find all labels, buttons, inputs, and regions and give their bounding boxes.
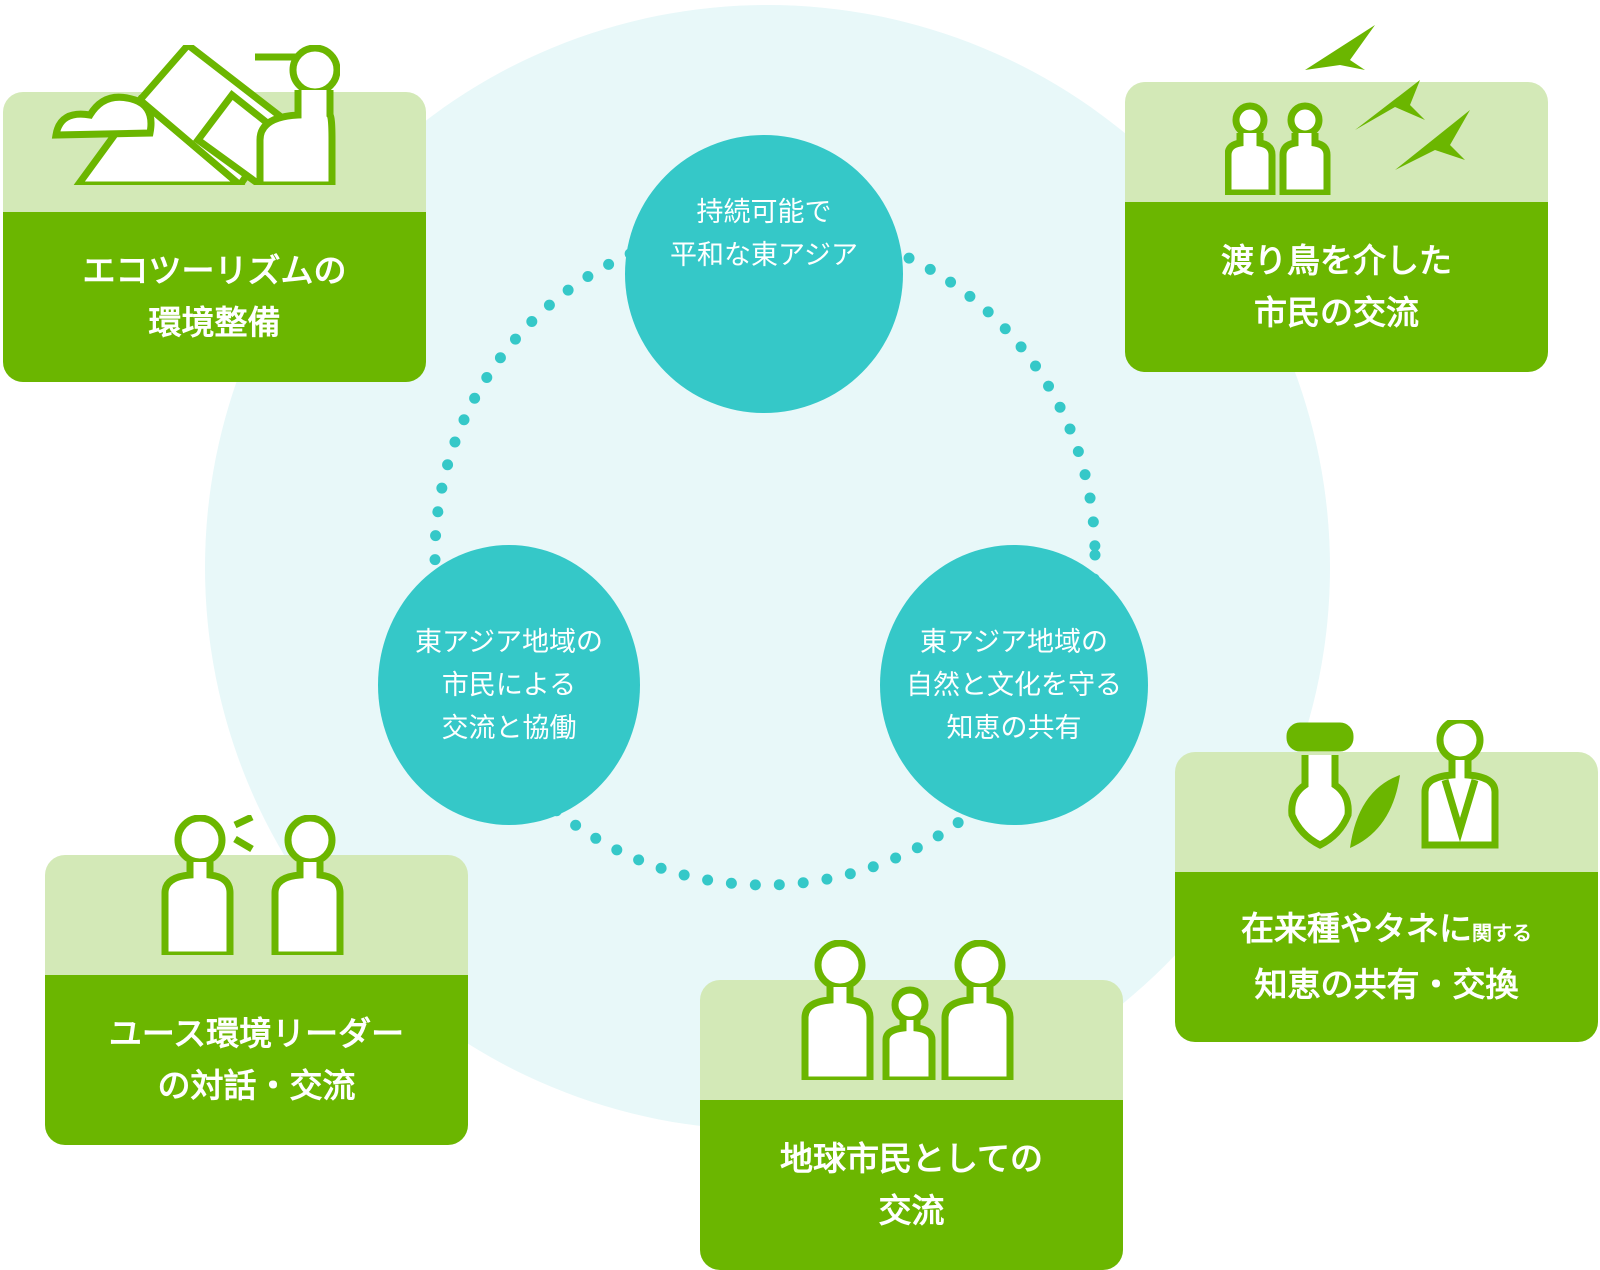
card-title-line1: 在来種やタネに関する xyxy=(1241,903,1532,959)
card-title-line2: 市民の交流 xyxy=(1254,293,1419,332)
card-title-line1: 渡り鳥を介した xyxy=(1221,241,1452,280)
core-label-citizens: 東アジア地域の 市民による 交流と協働 xyxy=(415,626,603,744)
people-birds-icon xyxy=(1225,25,1470,195)
card-header xyxy=(45,855,468,975)
core-circle-nature: 東アジア地域の 自然と文化を守る 知恵の共有 xyxy=(880,545,1148,825)
card-title-line1: エコツーリズムの xyxy=(82,251,347,290)
card-title-line2: の対話・交流 xyxy=(157,1066,356,1105)
card-title-line1-main: 在来種やタネに xyxy=(1241,909,1472,948)
card-body: 地球市民としての 交流 xyxy=(700,1100,1123,1270)
card-title-line2: 交流 xyxy=(878,1191,945,1230)
card-header xyxy=(1125,82,1548,202)
card-title-line2: 知恵の共有・交換 xyxy=(1254,965,1519,1004)
core-label-peace: 持続可能で 平和な東アジア xyxy=(670,197,858,271)
card-body: 在来種やタネに関する 知恵の共有・交換 xyxy=(1175,872,1598,1042)
card-title-line2: 環境整備 xyxy=(148,303,281,342)
card-title-line1-small: 関する xyxy=(1472,921,1532,945)
card-body: ユース環境リーダー の対話・交流 xyxy=(45,975,468,1145)
core-label-nature: 東アジア地域の 自然と文化を守る 知恵の共有 xyxy=(906,626,1122,744)
card-title-line1: ユース環境リーダー xyxy=(108,1014,405,1053)
dialogue-icon xyxy=(161,815,344,955)
card-birds: 渡り鳥を介した 市民の交流 xyxy=(1125,82,1548,372)
card-global: 地球市民としての 交流 xyxy=(700,980,1123,1270)
turnip-seed-person-icon xyxy=(1286,720,1499,849)
card-body: エコツーリズムの 環境整備 xyxy=(3,212,426,382)
core-circle-citizens: 東アジア地域の 市民による 交流と協働 xyxy=(378,545,640,825)
card-youth: ユース環境リーダー の対話・交流 xyxy=(45,855,468,1145)
core-circle-peace: 持続可能で 平和な東アジア xyxy=(625,135,903,413)
card-title-line1: 地球市民としての xyxy=(779,1139,1043,1178)
card-seeds: 在来種やタネに関する 知恵の共有・交換 xyxy=(1175,752,1598,1042)
family-icon xyxy=(801,940,1014,1080)
card-body: 渡り鳥を介した 市民の交流 xyxy=(1125,202,1548,372)
mountain-hiker-icon xyxy=(51,45,340,185)
